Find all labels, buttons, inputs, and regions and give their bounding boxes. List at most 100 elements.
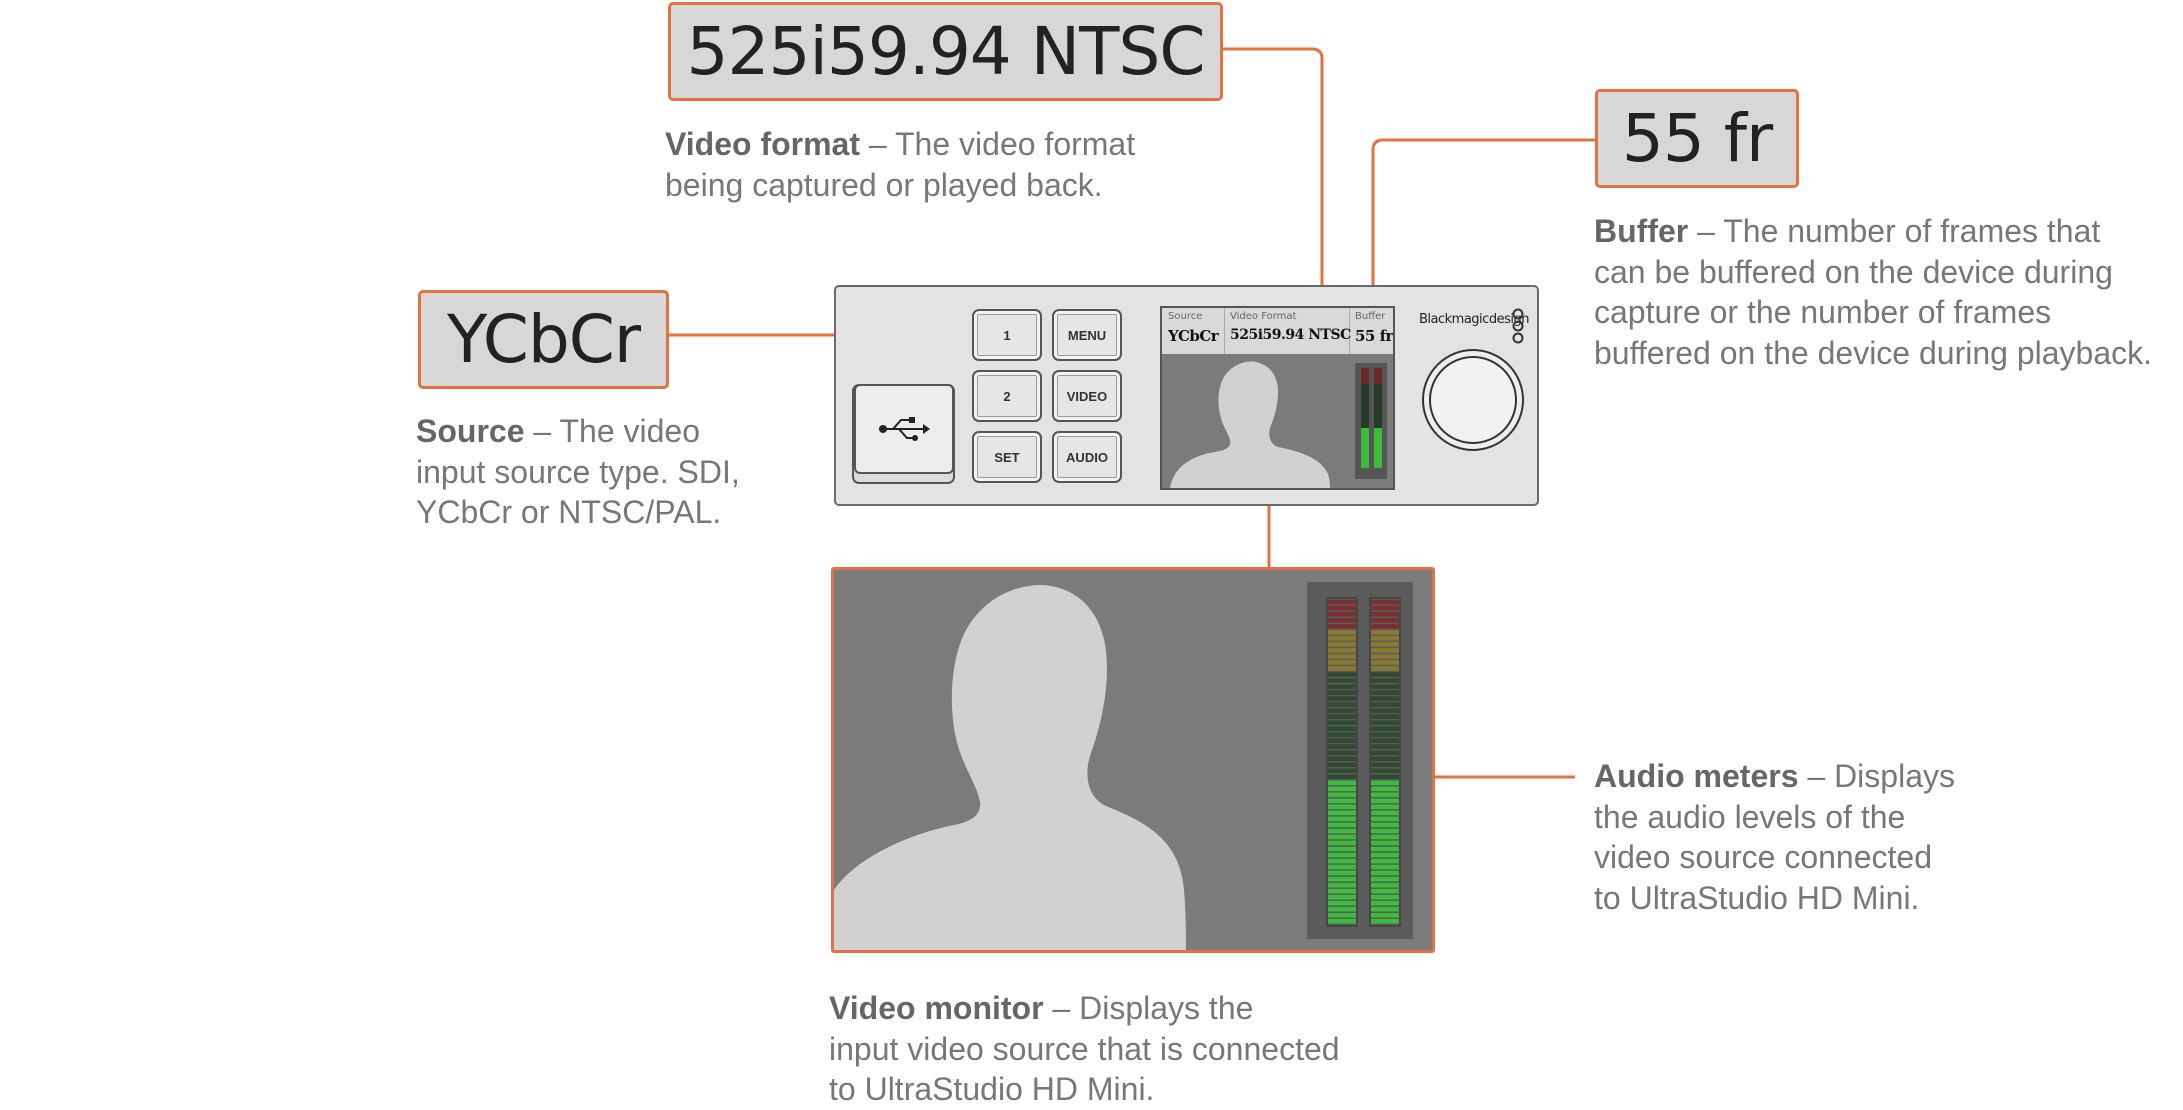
audio-button[interactable]: AUDIO [1052,431,1122,483]
monitor-silhouette-icon [834,585,1186,950]
meter-segment [1328,606,1356,611]
button-2[interactable]: 2 [972,370,1042,422]
meter-segment [1328,804,1356,810]
meter-segment [1328,852,1356,858]
meter-segment [1371,618,1399,623]
meter-segment [1371,636,1399,641]
video-format-title: Video format [665,126,860,162]
meter-segment [1328,840,1356,846]
meter-segment [1371,882,1399,888]
video-monitor-screen [834,582,1413,950]
usb-port [854,384,954,474]
meter-segment [1371,846,1399,852]
meter-segment [1328,654,1356,659]
lcd-buffer-caption: Buffer [1355,311,1386,322]
video-format-description: Video format – The video format being ca… [665,124,1265,205]
audio-meter-left [1326,597,1358,927]
meter-segment [1328,906,1356,912]
meter-segment [1328,672,1356,677]
video-format-box: 525i59.94 NTSC [668,2,1223,101]
meter-segment [1371,660,1399,665]
lcd-audio-meter-bg [1355,363,1387,479]
video-monitor-line-3: to UltraStudio HD Mini. [829,1071,1155,1107]
video-monitor-title: Video monitor [829,990,1044,1026]
meter-segment [1371,678,1399,683]
meter-segment [1371,834,1399,840]
meter-segment [1328,750,1356,755]
meter-segment [1371,888,1399,894]
meter-segment [1328,919,1356,924]
meter-segment [1371,654,1399,659]
meter-segment [1371,732,1399,737]
meter-segment [1328,762,1356,767]
meter-segment [1371,858,1399,864]
lcd-buffer-cell: Buffer 55 fr [1349,308,1393,354]
set-button[interactable]: SET [972,431,1042,483]
lcd-source-caption: Source [1168,311,1203,322]
audio-meters-title: Audio meters [1594,758,1799,794]
meter-segment [1371,810,1399,816]
meter-segment [1328,864,1356,870]
jog-wheel-icon[interactable] [1420,347,1526,453]
meter-segment [1328,726,1356,731]
meter-segment [1371,690,1399,695]
meter-segment [1371,696,1399,701]
meter-segment [1328,744,1356,749]
silhouette-icon [1170,361,1330,488]
meter-segment [1328,798,1356,804]
meter-segment [1371,666,1399,671]
meter-segment [1371,630,1399,635]
meter-segment [1328,738,1356,743]
button-1[interactable]: 1 [972,309,1042,361]
meter-segment [1371,714,1399,719]
source-title: Source [416,413,525,449]
meter-segment [1371,726,1399,731]
video-format-line-2: being captured or played back. [665,166,1103,203]
video-monitor [831,567,1435,953]
meter-segment [1371,606,1399,611]
meter-segment [1371,768,1399,773]
meter-segment [1371,913,1399,918]
menu-button[interactable]: MENU [1052,309,1122,361]
meter-segment [1328,882,1356,888]
meter-segment [1371,720,1399,725]
meter-segment [1328,774,1356,779]
lcd-format-value: 525i59.94 NTSC [1230,327,1351,343]
meter-segment [1328,630,1356,635]
meter-segment [1328,720,1356,725]
lcd-header: Source YCbCr Video Format 525i59.94 NTSC… [1162,308,1393,354]
meter-segment [1371,744,1399,749]
source-value: YCbCr [447,301,641,378]
meter-segment [1328,900,1356,906]
lcd-buffer-value: 55 fr [1355,327,1393,345]
meter-segment [1371,750,1399,755]
meter-segment [1371,702,1399,707]
meter-segment [1328,828,1356,834]
buffer-value: 55 fr [1621,100,1773,177]
buffer-description: Buffer – The number of frames that can b… [1594,211,2183,373]
buffer-line-3: capture or the number of frames [1594,294,2052,330]
device-front-panel: 1 MENU 2 VIDEO SET AUDIO Source YCbCr Vi… [834,285,1539,506]
meter-segment [1328,708,1356,713]
meter-segment [1328,756,1356,761]
audio-meters-line-4: to UltraStudio HD Mini. [1594,879,1920,916]
audio-meters-description: Audio meters – Displays the audio levels… [1594,756,2094,918]
meter-segment [1371,919,1399,924]
buffer-line-4: buffered on the device during playback. [1594,334,2153,371]
meter-border [1326,597,1358,927]
lcd-source-cell: Source YCbCr [1162,308,1225,354]
buffer-line-1: Buffer – The number of frames that [1594,213,2101,249]
meter-border [1369,597,1401,927]
video-button[interactable]: VIDEO [1052,370,1122,422]
meter-segment [1328,732,1356,737]
meter-segment [1328,666,1356,671]
brand-logo: Blackmagicdesign [1419,312,1529,327]
meter-segment [1328,648,1356,653]
meter-segment [1371,756,1399,761]
meter-segment [1371,738,1399,743]
meter-segment [1371,876,1399,882]
meter-segment [1371,828,1399,834]
meter-segment [1328,858,1356,864]
meter-segment [1328,810,1356,816]
meter-segment [1328,780,1356,786]
